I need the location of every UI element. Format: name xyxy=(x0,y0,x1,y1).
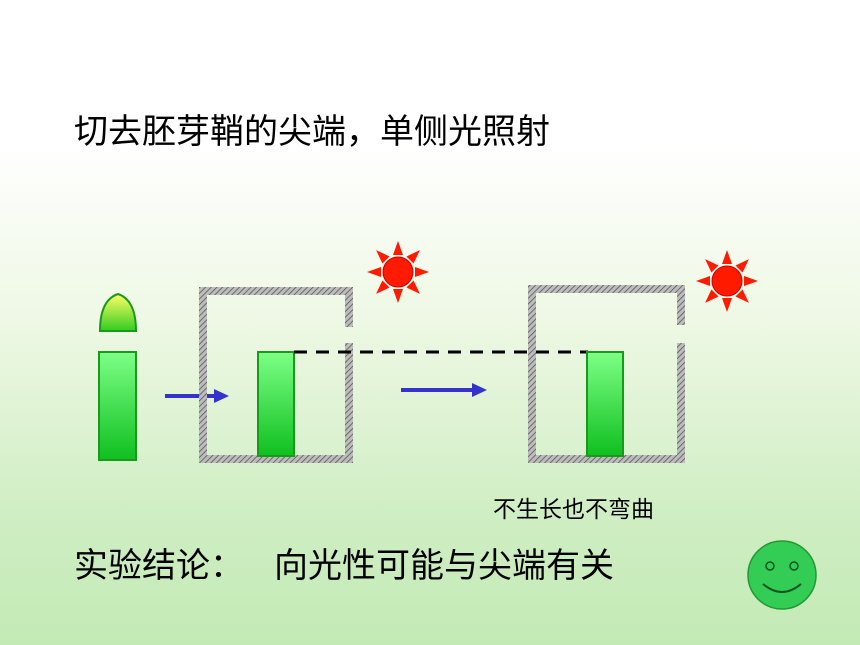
conclusion-label: 实验结论： xyxy=(74,546,244,586)
decapitated-seedling-2 xyxy=(586,351,624,457)
conclusion: 实验结论： 向光性可能与尖端有关 xyxy=(74,538,614,587)
arrow-right-icon xyxy=(165,389,229,403)
decapitated-seedling-1 xyxy=(257,351,295,457)
sun-icon xyxy=(696,250,758,312)
smiley-face-icon xyxy=(747,540,817,610)
arrow-right-icon xyxy=(401,383,487,397)
slide-title: 切去胚芽鞘的尖端，单侧光照射 xyxy=(74,112,550,152)
result-caption: 不生长也不弯曲 xyxy=(493,497,654,523)
coleoptile-stem xyxy=(98,351,137,461)
light-box-1 xyxy=(199,287,353,463)
conclusion-text: 向光性可能与尖端有关 xyxy=(274,546,614,586)
coleoptile-tip xyxy=(98,292,138,332)
light-box-2 xyxy=(528,285,685,463)
sun-icon xyxy=(367,241,429,303)
seedling-with-tip xyxy=(98,292,138,461)
